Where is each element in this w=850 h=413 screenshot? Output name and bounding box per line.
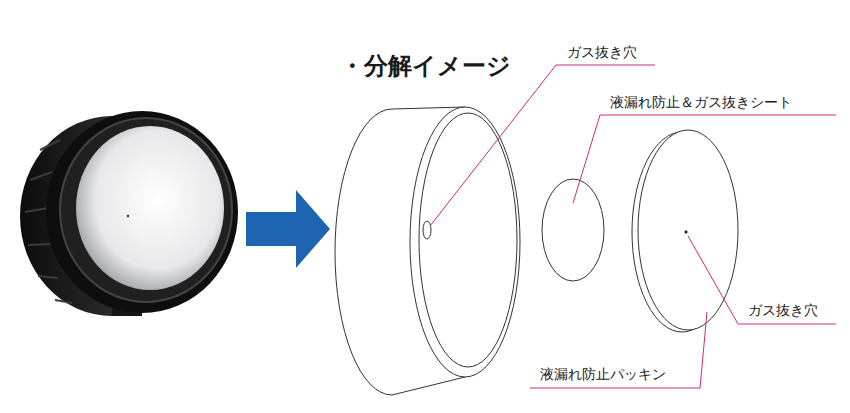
- leader-line: [530, 312, 707, 388]
- leader-line: [430, 65, 655, 226]
- leader-line: [573, 115, 836, 203]
- part-label: 液漏れ防止＆ガス抜きシート: [610, 94, 792, 111]
- cap-outline: [335, 107, 520, 395]
- diagram-title: ・分解イメージ: [340, 52, 511, 81]
- gas-hole: [685, 231, 687, 233]
- cap-photo: [20, 111, 238, 316]
- gasket: [632, 130, 738, 332]
- part-label: ガス抜き穴: [748, 302, 818, 319]
- gasket-front: [638, 130, 738, 330]
- cap-front-face: [410, 107, 520, 377]
- cap-inner-rim: [419, 113, 517, 367]
- leader-lines: [430, 65, 836, 388]
- gas-hole: [127, 215, 129, 217]
- gas-hole: [423, 221, 431, 239]
- part-label: ガス抜き穴: [567, 44, 637, 61]
- cap-rim: [46, 111, 238, 313]
- part-label: 液漏れ防止パッキン: [540, 366, 666, 383]
- vent-sheet: [542, 179, 604, 281]
- cap-liner: [76, 126, 224, 290]
- direction-arrow: [246, 190, 330, 268]
- leader-line: [688, 236, 836, 324]
- cap-thread: [60, 118, 232, 302]
